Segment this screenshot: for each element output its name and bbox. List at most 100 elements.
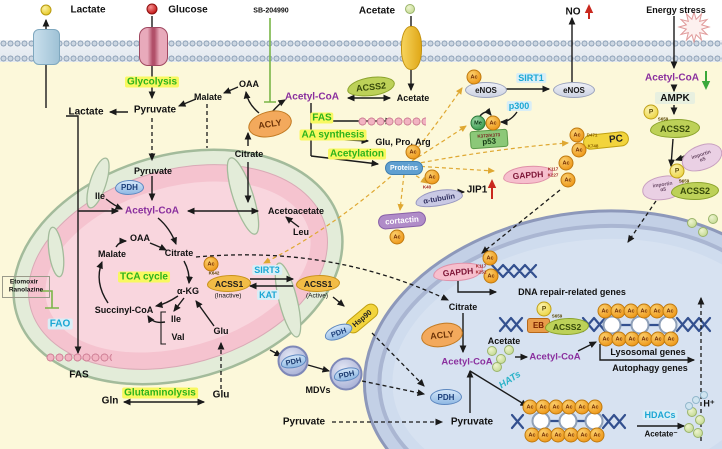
- glucose-transporter: [139, 27, 168, 66]
- label-acetate-nuc: Acetate: [487, 336, 521, 346]
- label-ile-mito: Ile: [94, 191, 106, 201]
- proton-dot-1: [685, 402, 693, 410]
- plasma-membrane: [0, 40, 722, 62]
- ac-gapdh-1: Ac: [558, 155, 574, 171]
- label-lactate-out: Lactate: [70, 4, 106, 16]
- p-eb: P: [536, 301, 552, 317]
- ac-dnb9: Ac: [550, 427, 566, 443]
- lactate-transporter: [33, 29, 60, 65]
- ac-cortactin: Ac: [389, 229, 405, 245]
- label-acetylcoa-nuc1: Acetyl-CoA: [441, 356, 493, 368]
- label-pyruvate-nuc: Pyruvate: [450, 416, 494, 428]
- label-glycolysis: Glycolysis: [124, 76, 180, 88]
- label-oaa-mito: OAA: [130, 233, 150, 243]
- label-succinyl-coa: Succinyl-CoA: [94, 305, 154, 315]
- proton-dot-3: [700, 391, 708, 399]
- label-h-plus: H⁺: [703, 398, 715, 409]
- label-p300: p300: [506, 101, 532, 111]
- proteins-hub: Proteins: [385, 161, 423, 175]
- label-dna-repair-genes: DNA repair-related genes: [518, 287, 626, 297]
- acetate-dot-n4: [492, 362, 502, 372]
- label-lysosomal-genes: Lysosomal genes: [610, 347, 686, 357]
- acss1-site: K642: [208, 270, 220, 276]
- label-hdacs: HDACs: [642, 410, 678, 420]
- acetate-dot-b2: [695, 415, 705, 425]
- label-glutaminolysis: Glutaminolysis: [122, 387, 198, 399]
- label-gln: Gln: [101, 395, 119, 407]
- enos-deacetylated: eNOS: [553, 82, 595, 98]
- label-glu-cyto: Glu: [212, 389, 230, 401]
- mdv-vesicle-2: PDH: [329, 357, 363, 391]
- nucleus: [362, 209, 722, 449]
- p-acss2: P: [643, 104, 659, 120]
- label-acetylcoa-cyto: Acetyl-CoA: [285, 91, 339, 103]
- pdh-nuclear: PDH: [430, 389, 462, 405]
- label-ranolazine: Ranolazine: [8, 286, 44, 294]
- label-val: Val: [171, 332, 185, 342]
- acetate-dot-t2: [698, 227, 708, 237]
- label-pyruvate-cyto: Pyruvate: [133, 104, 177, 116]
- eb-protein: EB: [527, 318, 550, 333]
- ac-acss1: Ac: [203, 256, 219, 272]
- tubulin-site: K40: [422, 184, 432, 190]
- ac-tubulin: Ac: [424, 169, 440, 185]
- label-kat: KAT: [257, 290, 279, 300]
- acss2-phospho: ACSS2: [650, 119, 700, 138]
- ac-gapdh-n1: Ac: [482, 250, 498, 266]
- enos-acetylated: eNOS: [465, 82, 507, 98]
- acetate-dot-t1: [687, 218, 697, 228]
- acss1-inactive: ACSS1: [207, 275, 251, 292]
- label-sirt1: SIRT1: [516, 73, 546, 83]
- gapdh-site2: K227: [547, 172, 559, 178]
- mdv-vesicle-1: PDH: [277, 345, 309, 377]
- label-acetate-cyto: Acetate: [396, 93, 430, 103]
- acetate-molecule: [405, 4, 415, 14]
- p53-name: p53: [481, 136, 497, 147]
- pc-site1: D471: [586, 132, 598, 138]
- label-pyruvate-mito: Pyruvate: [133, 166, 173, 176]
- dna-strands: [490, 263, 712, 431]
- label-malate-cyto: Malate: [193, 92, 223, 102]
- importin-line2: α5: [698, 155, 707, 164]
- acss1-active: ACSS1: [296, 275, 340, 292]
- ac-enos: Ac: [466, 69, 482, 85]
- label-lactate-in: Lactate: [68, 106, 104, 118]
- label-no: NO: [565, 6, 581, 18]
- label-energy-stress: Energy stress: [646, 5, 706, 15]
- ac-gapdh-n2: Ac: [483, 268, 499, 284]
- label-oaa-cyto: OAA: [239, 79, 259, 89]
- ac-dna12: Ac: [663, 331, 679, 347]
- pdh-mito: PDH: [115, 180, 144, 195]
- p53-sites: K372/K373: [477, 132, 501, 139]
- acetate-transporter: [401, 26, 422, 70]
- label-acetylcoa-nuc2: Acetyl-CoA: [529, 351, 581, 363]
- acss2-complex: ACSS2: [671, 182, 719, 200]
- pdh-vesicle2: PDH: [332, 364, 360, 384]
- label-etomoxir: Etomoxir: [9, 278, 39, 286]
- acss2-n-site: S659: [551, 313, 563, 319]
- label-citrate-cyto: Citrate: [234, 149, 264, 159]
- label-acetate-out: Acetate: [358, 5, 396, 17]
- fatty-acid-chain-fas: [46, 353, 112, 362]
- energy-stress-burst: [677, 10, 711, 44]
- label-acetate-released: Acetate⁻: [644, 429, 678, 439]
- gapdh-n-site1: K117: [475, 263, 487, 269]
- label-akg: α-KG: [176, 286, 200, 296]
- acetate-dot-n3: [504, 345, 514, 355]
- acss2-complex-site: S659: [678, 178, 690, 184]
- ac-dnb11: Ac: [576, 427, 592, 443]
- label-jip1: JIP1: [466, 184, 488, 196]
- ac-dnb6: Ac: [587, 399, 603, 415]
- label-tca-cycle: TCA cycle: [118, 271, 170, 283]
- label-acetoacetate: Acetoacetate: [267, 206, 325, 216]
- fatty-acid-chain-cyto: [358, 117, 426, 126]
- label-fao: FAO: [47, 318, 73, 330]
- acss2-site: S659: [657, 116, 669, 122]
- pdh-vesicle1: PDH: [279, 351, 307, 371]
- pc-name: PC: [608, 133, 624, 146]
- label-glu-mito: Glu: [213, 326, 229, 336]
- ac-dna6: Ac: [662, 303, 678, 319]
- gapdh-site1: K117: [547, 166, 559, 172]
